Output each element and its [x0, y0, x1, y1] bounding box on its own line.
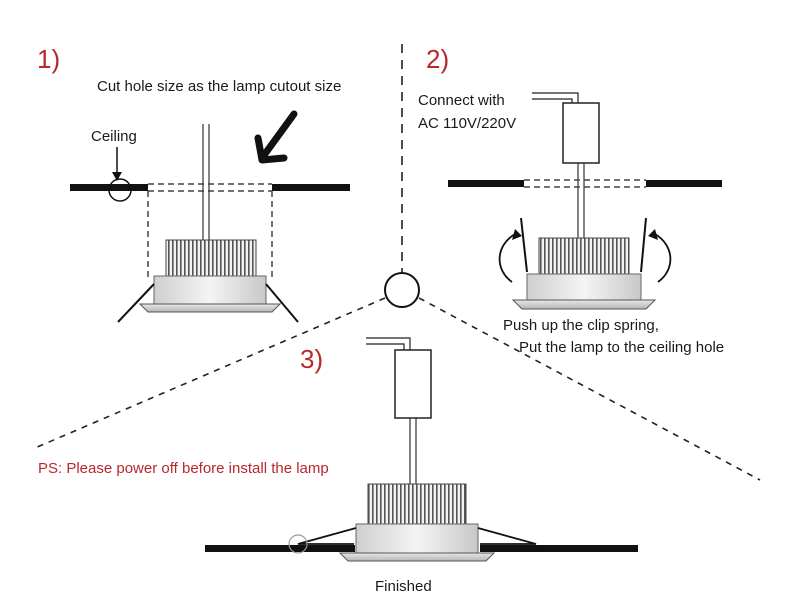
step1-ceiling-right: [272, 184, 350, 191]
panel-dividers: [34, 44, 761, 481]
ceiling-label: Ceiling: [91, 128, 137, 145]
push-clip-label-line2: Put the lamp to the ceiling hole: [519, 339, 725, 356]
divider-hub: [384, 272, 420, 308]
connect-power-label-line1: Connect with: [418, 92, 505, 109]
step2-number: 2): [426, 44, 450, 74]
finished-label: Finished: [375, 578, 432, 595]
clip-spring-arrow-icon: [498, 229, 672, 283]
push-clip-label-line1: Push up the clip spring,: [503, 317, 659, 334]
step1-instruction: Cut hole size as the lamp cutout size: [97, 78, 342, 95]
step1-drawing: [70, 110, 350, 323]
power-off-warning: PS: Please power off before install the …: [38, 460, 329, 477]
right-diagonal-divider: [418, 297, 761, 481]
connect-power-label-line2: AC 110V/220V: [418, 115, 517, 132]
step3-drawing: [205, 337, 638, 562]
driver-box-icon: [562, 102, 600, 164]
step1-number: 1): [37, 44, 61, 74]
led-heatsink-icon: [538, 237, 630, 277]
step3-number: 3): [300, 344, 324, 374]
arrow-down-left-icon: [254, 110, 298, 164]
left-diagonal-divider: [34, 297, 386, 449]
step2-drawing: [448, 92, 722, 310]
